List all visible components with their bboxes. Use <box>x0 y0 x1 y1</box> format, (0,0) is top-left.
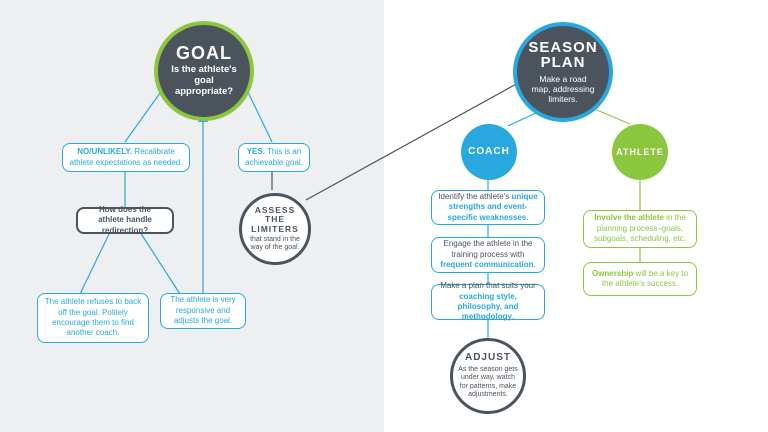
adjust-title: ADJUST <box>464 351 511 363</box>
coach-box3-bold: coaching style, philosophy, and methodol… <box>457 291 519 322</box>
season-plan-text: Make a road map, addressing limiters. <box>531 73 595 105</box>
athlete-box1-post: in the planning process–goals, subgoals,… <box>593 213 687 244</box>
yes-box: YES. This is an achievable goal. <box>238 143 310 172</box>
connector-season-athlete <box>591 107 631 125</box>
athlete-box-involve-text: Involve the athlete in the planning proc… <box>590 213 690 244</box>
connector-season-coach <box>507 111 539 127</box>
coach-box-strengths: Identify the athlete's unique strengths … <box>431 190 545 225</box>
assess-text: that stand in the way of the goal. <box>250 235 300 252</box>
season-plan-circle: SEASON PLAN Make a road map, addressing … <box>513 22 613 122</box>
coach-box-plan: Make a plan that suits your coaching sty… <box>431 281 545 323</box>
athlete-circle: ATHLETE <box>612 124 668 180</box>
redirection-text: How does the athlete handle redirection? <box>98 204 152 235</box>
yes-text: YES. This is an achievable goal. <box>245 147 303 168</box>
connector-assess-season <box>305 81 521 201</box>
coach-box2-post: . <box>533 260 536 270</box>
athlete-box-ownership: Ownership will be a key to the athlete's… <box>583 262 697 296</box>
no-unlikely-label: NO/UNLIKELY. <box>77 147 133 157</box>
assess-limiters-circle: ASSESS THE LIMITERS that stand in the wa… <box>239 193 311 265</box>
athlete-title: ATHLETE <box>616 146 664 157</box>
goal-question: Is the athlete's goal appropriate? <box>171 64 237 97</box>
athlete-box1-bold: Involve the athlete <box>594 213 664 223</box>
athlete-box-ownership-text: Ownership will be a key to the athlete's… <box>590 269 690 290</box>
no-unlikely-detail: Recalibrate athlete expectations as need… <box>69 147 183 167</box>
no-unlikely-box: NO/UNLIKELY. Recalibrate athlete expecta… <box>62 143 190 172</box>
coach-box-communication-text: Engage the athlete in the training proce… <box>438 239 538 270</box>
connector-goal-no <box>124 85 166 143</box>
assess-title: ASSESS THE LIMITERS <box>251 204 299 234</box>
athlete-box2-bold: Ownership <box>591 268 634 278</box>
yes-detail: This is an achievable goal. <box>245 147 303 167</box>
refuses-text: The athlete refuses to back off the goal… <box>44 297 142 338</box>
coach-box3-pre: Make a plan that suits your <box>440 281 536 291</box>
coach-box-plan-text: Make a plan that suits your coaching sty… <box>438 281 538 323</box>
season-plan-title: SEASON PLAN <box>528 38 598 71</box>
no-unlikely-text: NO/UNLIKELY. Recalibrate athlete expecta… <box>69 147 183 168</box>
redirection-box: How does the athlete handle redirection? <box>76 204 174 235</box>
connector-redirection-responsive <box>139 231 181 295</box>
coach-box1-post: . <box>526 212 529 222</box>
coach-box2-pre: Engage the athlete in the training proce… <box>443 239 533 259</box>
coach-circle: COACH <box>461 124 517 180</box>
coach-box1-pre: Identify the athlete's <box>438 191 510 201</box>
coach-box-strengths-text: Identify the athlete's unique strengths … <box>438 192 538 223</box>
athlete-box-involve: Involve the athlete in the planning proc… <box>583 210 697 248</box>
yes-label: YES. <box>246 147 265 157</box>
adjust-text: As the season gets under way, watch for … <box>458 365 518 398</box>
coach-box3-post: . <box>511 312 515 322</box>
coach-box2-bold: frequent communication <box>440 260 534 270</box>
goal-title: GOAL <box>176 43 232 64</box>
responsive-box: The athlete is very responsive and adjus… <box>160 293 246 329</box>
responsive-text: The athlete is very responsive and adjus… <box>170 295 236 326</box>
coach-box1-bold: unique strengths and event-specific weak… <box>447 191 538 222</box>
coach-box-communication: Engage the athlete in the training proce… <box>431 237 545 273</box>
connector-goal-yes <box>244 85 273 143</box>
connector-redirection-refuses <box>79 231 111 295</box>
adjust-circle: ADJUST As the season gets under way, wat… <box>450 338 526 414</box>
refuses-box: The athlete refuses to back off the goal… <box>37 293 149 343</box>
athlete-box2-post: will be a key to the athlete's success. <box>601 268 689 288</box>
goal-circle: GOAL Is the athlete's goal appropriate? <box>154 21 254 121</box>
coach-title: COACH <box>468 146 510 157</box>
